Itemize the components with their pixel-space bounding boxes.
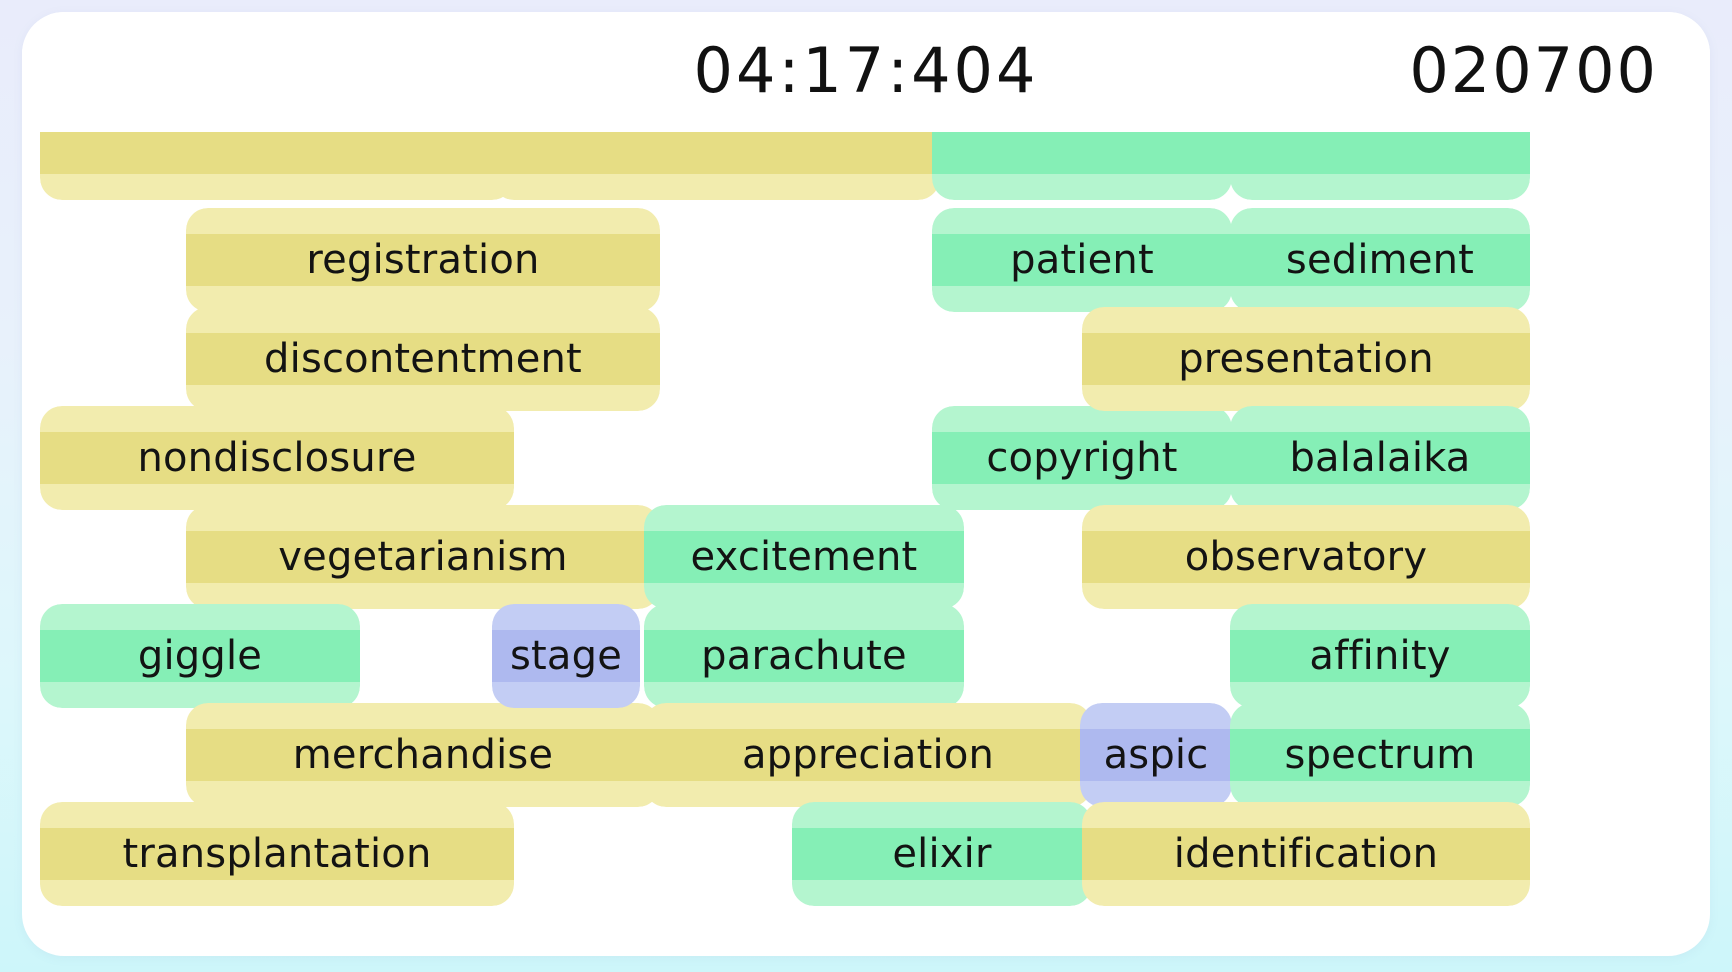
word-tile-label: copyright (986, 435, 1178, 481)
word-tile[interactable]: presentation (1082, 307, 1530, 411)
word-tile-label: nondisclosure (137, 435, 417, 481)
word-tile-label: balalaika (1289, 435, 1471, 481)
word-tile-label: giggle (137, 633, 263, 679)
word-tile[interactable]: spectrum (1230, 703, 1530, 807)
word-tile[interactable]: nondisclosure (40, 406, 514, 510)
word-tile[interactable]: excitement (644, 505, 964, 609)
word-tile-label: patient (1010, 237, 1154, 283)
word-tile[interactable]: patient (932, 208, 1232, 312)
word-tile-label: appreciation (741, 732, 995, 778)
word-tile-clipped[interactable] (1230, 96, 1530, 200)
word-tile[interactable]: sediment (1230, 208, 1530, 312)
word-tile[interactable]: appreciation (644, 703, 1092, 807)
word-tile-label: affinity (1309, 633, 1451, 679)
word-tile[interactable]: registration (186, 208, 660, 312)
word-tile[interactable]: giggle (40, 604, 360, 708)
word-tile[interactable]: transplantation (40, 802, 514, 906)
word-tile-label: excitement (690, 534, 918, 580)
word-tile-label: transplantation (122, 831, 432, 877)
word-tile-clipped[interactable] (932, 96, 1232, 200)
word-tile-label: vegetarianism (278, 534, 568, 580)
word-tile-label: observatory (1184, 534, 1428, 580)
word-tile[interactable]: aspic (1080, 703, 1232, 807)
word-tile-label: sediment (1285, 237, 1475, 283)
word-tile-clipped[interactable] (40, 96, 514, 200)
word-tile[interactable]: affinity (1230, 604, 1530, 708)
word-tile-label: spectrum (1284, 732, 1476, 778)
word-tile-label: parachute (701, 633, 907, 679)
word-tile[interactable]: copyright (932, 406, 1232, 510)
word-tile[interactable]: vegetarianism (186, 505, 660, 609)
game-board: registration discontentment nondisclosure v… (22, 12, 1710, 956)
word-tile[interactable]: stage (492, 604, 640, 708)
word-tile[interactable]: observatory (1082, 505, 1530, 609)
word-tile-label: stage (509, 633, 623, 679)
word-tile[interactable]: discontentment (186, 307, 660, 411)
word-tile[interactable]: merchandise (186, 703, 660, 807)
word-tile-clipped[interactable] (492, 96, 940, 200)
word-tile[interactable]: identification (1082, 802, 1530, 906)
word-tile-label: aspic (1103, 732, 1209, 778)
word-tile-label: identification (1173, 831, 1439, 877)
word-tile-label: elixir (892, 831, 992, 877)
word-tile-label: discontentment (264, 336, 582, 382)
word-tile[interactable]: balalaika (1230, 406, 1530, 510)
word-tile-label: presentation (1178, 336, 1434, 382)
playfield[interactable]: registration discontentment nondisclosure v… (22, 12, 1710, 956)
word-tile[interactable]: elixir (792, 802, 1092, 906)
word-tile-label: merchandise (292, 732, 554, 778)
word-tile[interactable]: parachute (644, 604, 964, 708)
word-tile-label: registration (306, 237, 540, 283)
